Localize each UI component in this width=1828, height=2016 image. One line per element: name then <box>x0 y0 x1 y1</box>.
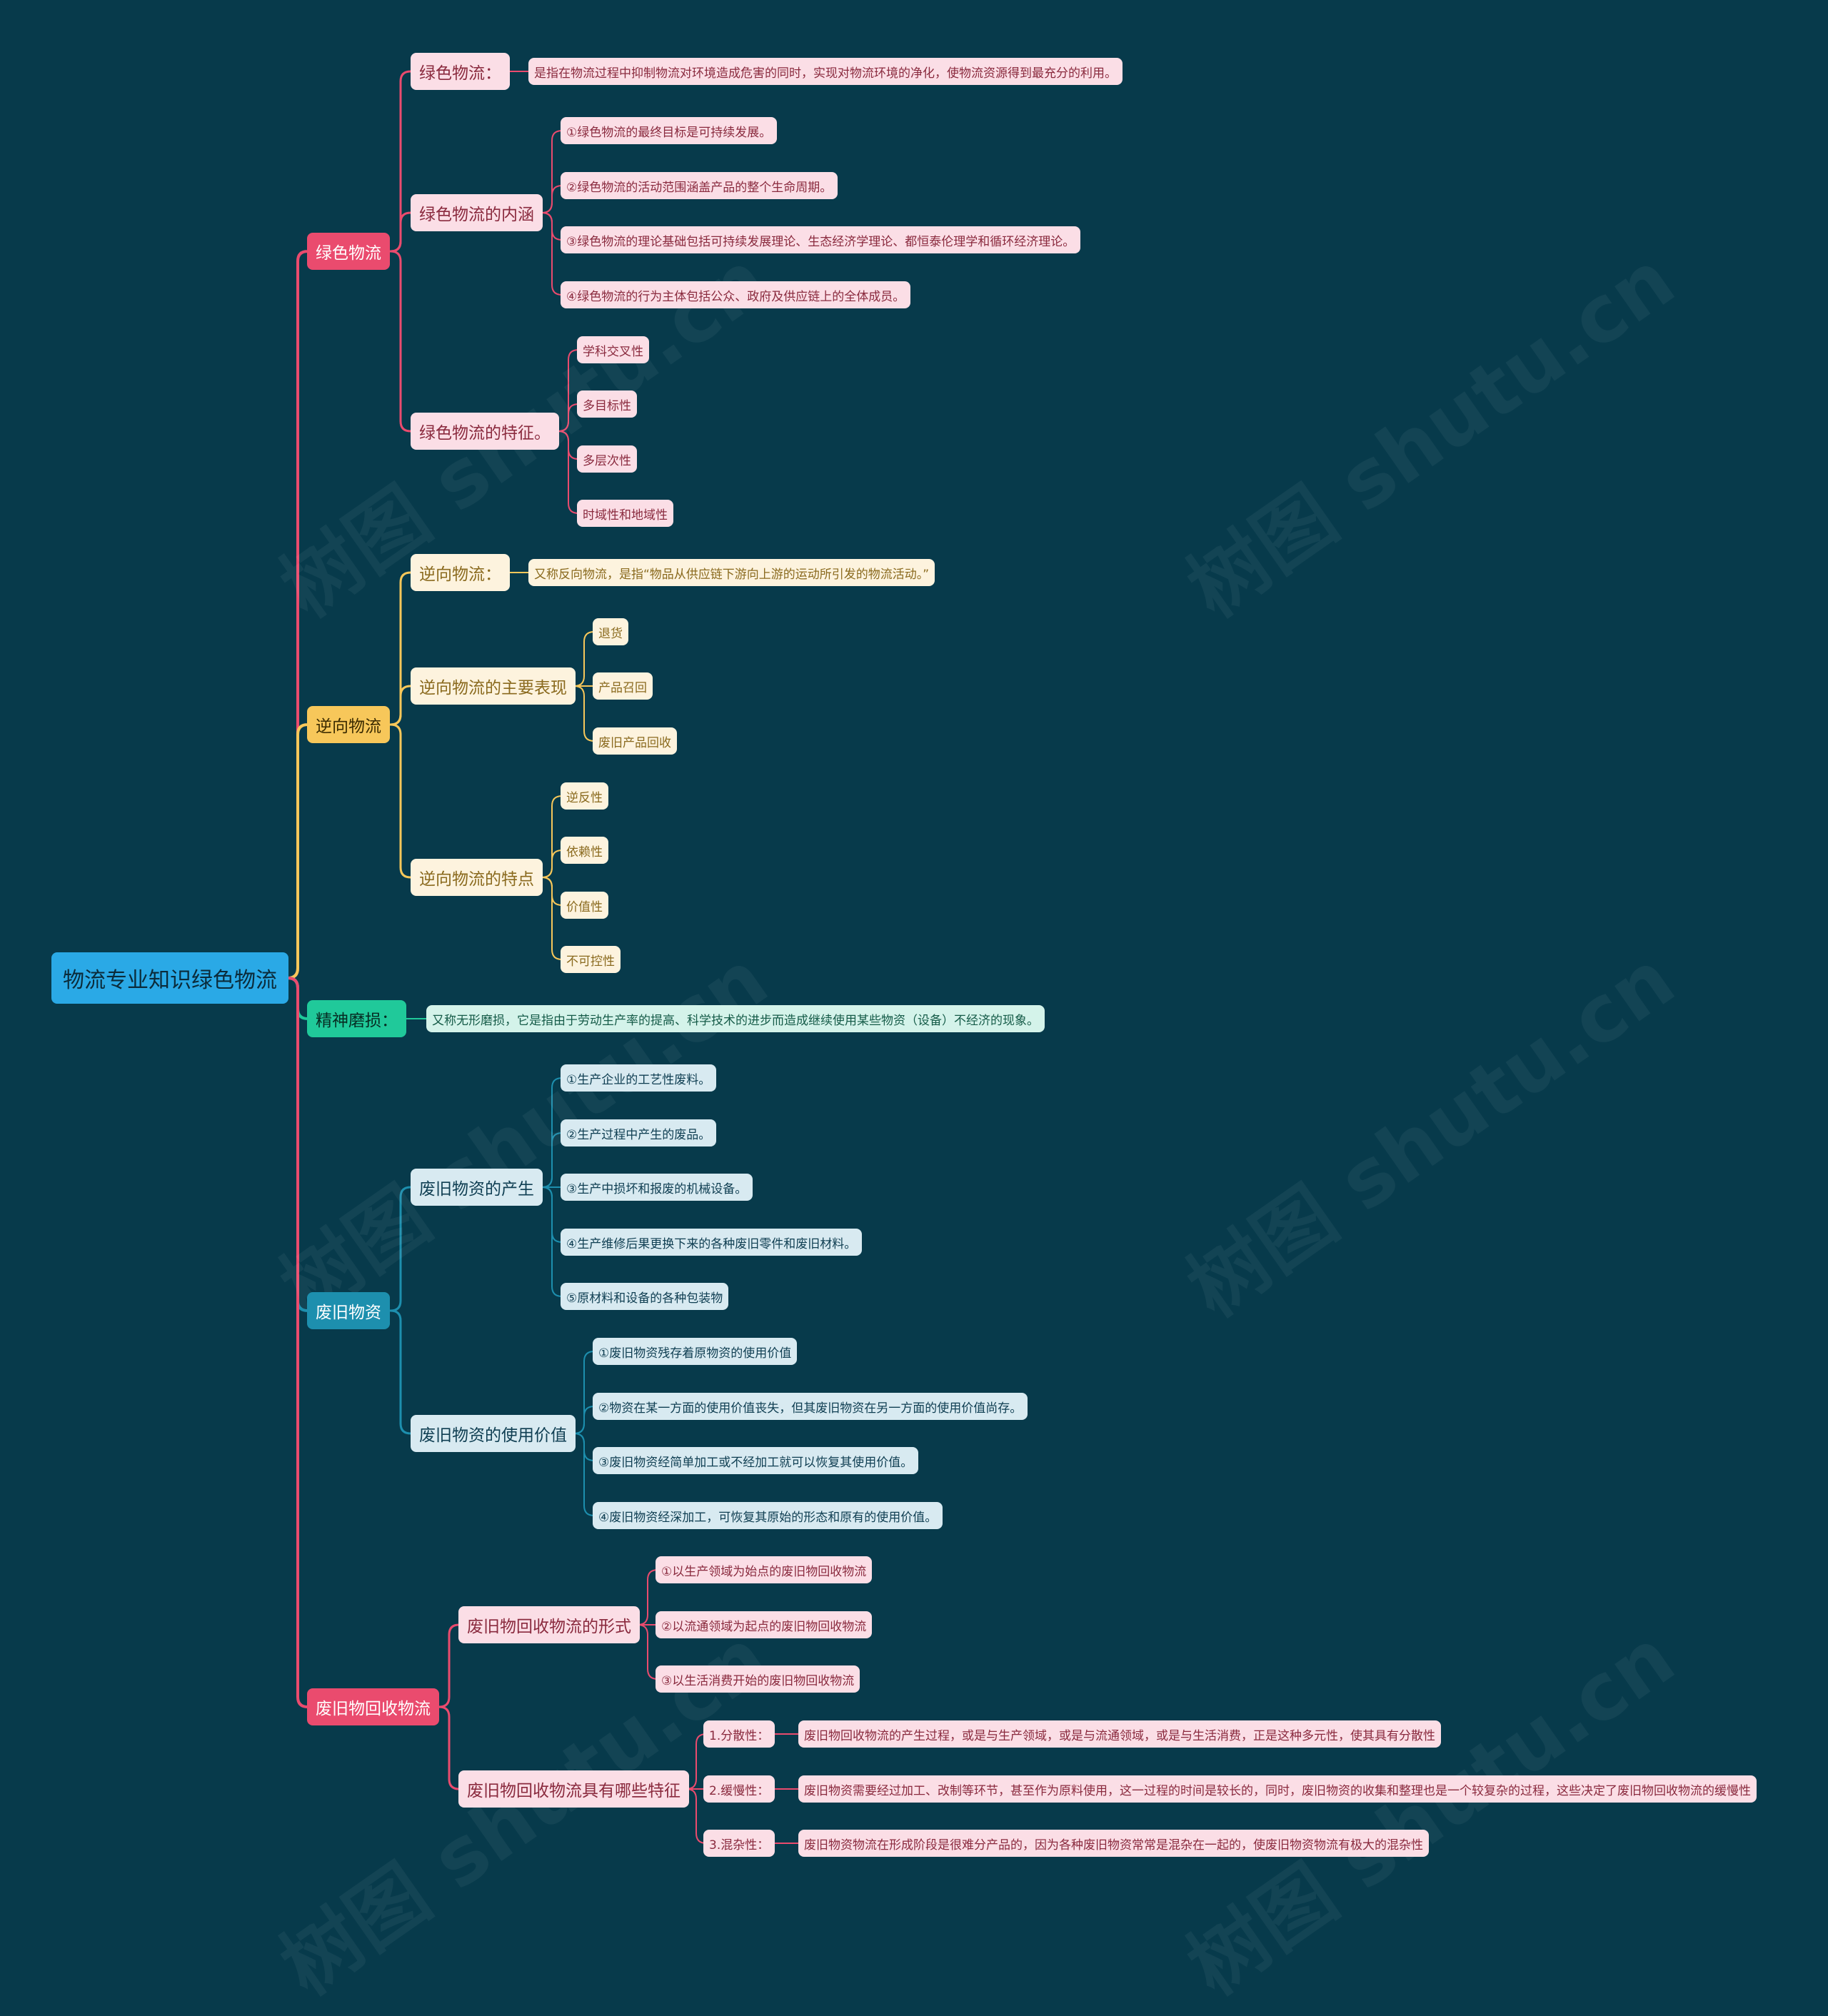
connector-line <box>438 1623 460 1708</box>
green-feature-item[interactable]: 时域性和地域性 <box>577 500 673 527</box>
green-content-item[interactable]: ②绿色物流的活动范围涵盖产品的整个生命周期。 <box>561 172 838 199</box>
connector-line <box>541 850 563 878</box>
waste-source-item[interactable]: ④生产维修后果更换下来的各种废旧零件和废旧材料。 <box>561 1229 863 1256</box>
connector-line <box>390 1186 411 1312</box>
recycle-feature-name[interactable]: 2.缓慢性： <box>703 1775 775 1803</box>
reverse-main-item[interactable]: 产品召回 <box>593 672 653 700</box>
recycle-feature-desc[interactable]: 废旧物资物流在形成阶段是很难分产品的，因为各种废旧物资常常是混杂在一起的，使废旧… <box>798 1830 1429 1857</box>
waste-source-label[interactable]: 废旧物资的产生 <box>411 1169 543 1206</box>
connector-line <box>541 212 563 296</box>
connector-line <box>541 1186 563 1297</box>
reverse-feature-item[interactable]: 不可控性 <box>561 946 621 973</box>
recycle-form-item[interactable]: ①以生产领域为始点的废旧物回收物流 <box>656 1556 873 1583</box>
recycle-feature-name[interactable]: 3.混杂性： <box>703 1830 775 1857</box>
branch-green-logistics[interactable]: 绿色物流 <box>307 233 390 270</box>
branch-waste-materials[interactable]: 废旧物资 <box>307 1292 390 1329</box>
connector-line <box>637 1569 658 1626</box>
connector-line <box>573 631 595 687</box>
waste-source-item[interactable]: ③生产中损坏和报废的机械设备。 <box>561 1174 753 1201</box>
connector-line <box>438 1705 460 1790</box>
waste-value-label[interactable]: 废旧物资的使用价值 <box>411 1415 576 1452</box>
green-definition-label[interactable]: 绿色物流： <box>411 53 510 90</box>
branch-spiritual-wear[interactable]: 精神磨损： <box>307 1000 406 1037</box>
connector-line <box>390 723 411 879</box>
connector-line <box>390 250 411 433</box>
connector-line <box>541 1132 563 1188</box>
reverse-definition-text[interactable]: 又称反向物流，是指“物品从供应链下游向上游的运动所引发的物流活动。” <box>528 559 935 586</box>
green-feature-label[interactable]: 绿色物流的特征。 <box>411 413 559 450</box>
waste-value-item[interactable]: ②物资在某一方面的使用价值丧失，但其废旧物资在另一方面的使用价值尚存。 <box>593 1393 1028 1420</box>
connector-line <box>541 877 563 960</box>
green-content-item[interactable]: ④绿色物流的行为主体包括公众、政府及供应链上的全体成员。 <box>561 281 911 308</box>
recycle-feature-label[interactable]: 废旧物回收物流具有哪些特征 <box>458 1770 689 1808</box>
connector-lines <box>287 70 798 1844</box>
waste-source-item[interactable]: ⑤原材料和设备的各种包装物 <box>561 1283 729 1310</box>
green-content-item[interactable]: ①绿色物流的最终目标是可持续发展。 <box>561 117 778 144</box>
root-topic[interactable]: 物流专业知识绿色物流 <box>51 952 288 1004</box>
connector-line <box>558 403 579 432</box>
reverse-feature-item[interactable]: 价值性 <box>561 892 608 919</box>
recycle-feature-name[interactable]: 1.分散性： <box>703 1720 775 1748</box>
green-feature-item[interactable]: 多目标性 <box>577 390 637 418</box>
recycle-form-item[interactable]: ③以生活消费开始的废旧物回收物流 <box>656 1665 860 1693</box>
connector-line <box>573 1433 595 1516</box>
branch-waste-recycling[interactable]: 废旧物回收物流 <box>307 1688 439 1725</box>
spiritual-wear-text[interactable]: 又称无形磨损，它是指由于劳动生产率的提高、科学技术的进步而造成继续使用某些物资（… <box>426 1005 1045 1032</box>
reverse-definition-label[interactable]: 逆向物流： <box>411 554 510 591</box>
connector-line <box>558 430 579 514</box>
reverse-main-label[interactable]: 逆向物流的主要表现 <box>411 667 576 705</box>
recycle-feature-desc[interactable]: 废旧物回收物流的产生过程，或是与生产领域，或是与流通领域，或是与生活消费，正是这… <box>798 1720 1441 1748</box>
waste-value-item[interactable]: ①废旧物资残存着原物资的使用价值 <box>593 1338 798 1365</box>
branch-reverse-logistics[interactable]: 逆向物流 <box>307 706 390 743</box>
connector-line <box>686 1788 707 1844</box>
reverse-feature-label[interactable]: 逆向物流的特点 <box>411 859 543 896</box>
connector-line <box>287 723 308 979</box>
recycle-form-item[interactable]: ②以流通领域为起点的废旧物回收物流 <box>656 1611 873 1638</box>
green-definition-text[interactable]: 是指在物流过程中抑制物流对环境造成危害的同时，实现对物流环境的净化，使物流资源得… <box>528 58 1123 85</box>
recycle-feature-desc[interactable]: 废旧物资需要经过加工、改制等环节，甚至作为原料使用，这一过程的时间是较长的，同时… <box>798 1775 1757 1803</box>
connector-line <box>390 211 411 253</box>
connector-line <box>390 685 411 726</box>
green-feature-item[interactable]: 学科交叉性 <box>577 336 649 363</box>
green-feature-item[interactable]: 多层次性 <box>577 445 637 473</box>
waste-source-item[interactable]: ①生产企业的工艺性废料。 <box>561 1064 717 1092</box>
waste-value-item[interactable]: ③废旧物资经简单加工或不经加工就可以恢复其使用价值。 <box>593 1447 919 1474</box>
waste-source-item[interactable]: ②生产过程中产生的废品。 <box>561 1119 717 1146</box>
connector-line <box>637 1624 658 1680</box>
reverse-feature-item[interactable]: 依赖性 <box>561 837 608 864</box>
green-content-label[interactable]: 绿色物流的内涵 <box>411 194 543 231</box>
reverse-main-item[interactable]: 废旧产品回收 <box>593 727 677 755</box>
connector-line <box>390 1309 411 1435</box>
green-content-item[interactable]: ③绿色物流的理论基础包括可持续发展理论、生态经济学理论、都恒泰伦理学和循环经济理… <box>561 226 1081 253</box>
waste-value-item[interactable]: ④废旧物资经深加工，可恢复其原始的形态和原有的使用价值。 <box>593 1502 943 1529</box>
connector-line <box>541 185 563 213</box>
connector-line <box>573 1406 595 1434</box>
connector-line <box>573 685 595 742</box>
connector-line <box>287 977 308 1708</box>
reverse-main-item[interactable]: 退货 <box>593 618 628 645</box>
reverse-feature-item[interactable]: 逆反性 <box>561 782 608 810</box>
recycle-form-label[interactable]: 废旧物回收物流的形式 <box>458 1606 640 1643</box>
